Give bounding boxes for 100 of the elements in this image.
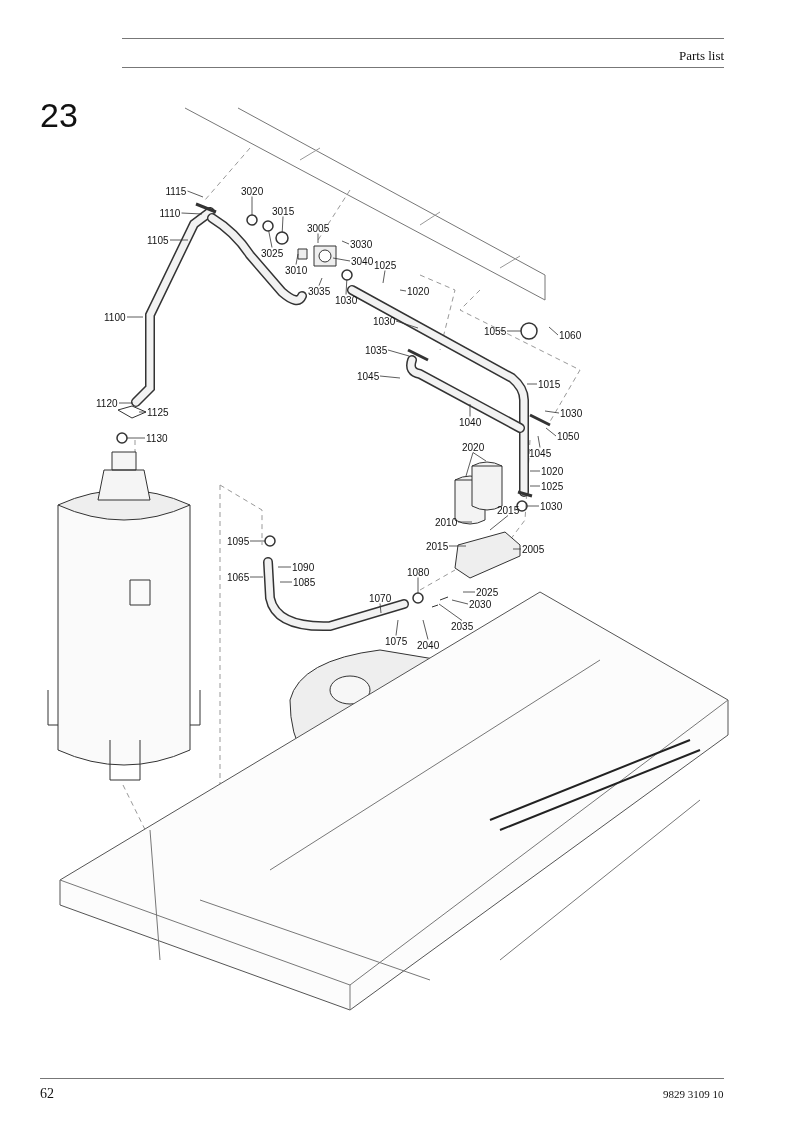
leader-line — [249, 540, 266, 542]
leader-line — [379, 375, 401, 379]
section-heading: Parts list — [679, 48, 725, 64]
callout-number: 1115 — [165, 185, 187, 197]
leader-line — [465, 452, 474, 477]
leader-line — [295, 253, 299, 265]
o-ring — [116, 432, 128, 444]
callout-number: 3035 — [308, 285, 331, 297]
leader-line — [281, 216, 284, 233]
callout-number: 1035 — [365, 344, 388, 356]
callout-number: 1030 — [540, 500, 563, 512]
leader-line — [382, 270, 386, 284]
o-ring — [262, 220, 274, 232]
leader-line — [279, 581, 293, 583]
callout-number: 1110 — [159, 207, 181, 219]
leader-line — [545, 427, 557, 437]
callout-number: 1020 — [407, 285, 430, 297]
callout-number: 1060 — [559, 329, 582, 341]
leader-line — [277, 566, 292, 568]
callout-number: 2015 — [426, 540, 449, 552]
callout-number: 1030 — [373, 315, 396, 327]
leader-line — [548, 326, 559, 336]
o-ring — [341, 269, 353, 281]
figure-number: 23 — [40, 96, 78, 135]
hose-clamp — [520, 322, 538, 340]
leader-line — [506, 330, 522, 332]
callout-number: 1070 — [369, 592, 392, 604]
callout-number: 1090 — [292, 561, 315, 573]
callout-number: 1075 — [385, 635, 408, 647]
leader-line — [268, 230, 273, 248]
callout-number: 1040 — [459, 416, 482, 428]
callout-number: 3015 — [272, 205, 295, 217]
callout-number: 2035 — [451, 620, 474, 632]
callout-number: 1020 — [541, 465, 564, 477]
callout-number: 3020 — [241, 185, 264, 197]
o-ring — [275, 231, 289, 245]
leader-line — [448, 545, 467, 547]
callout-number: 1085 — [293, 576, 316, 588]
leader-line — [126, 437, 146, 439]
leader-line — [181, 212, 203, 215]
leader-line — [417, 577, 419, 594]
leader-line — [529, 470, 541, 472]
leader-line — [451, 599, 469, 605]
callout-number: 1120 — [96, 397, 118, 409]
leader-line — [341, 240, 350, 245]
leader-line — [387, 349, 410, 357]
callout-number: 1100 — [104, 311, 126, 323]
callout-number: 2010 — [435, 516, 458, 528]
callout-number: 1030 — [335, 294, 358, 306]
leader-line — [249, 576, 264, 578]
callout-number: 1045 — [529, 447, 552, 459]
callout-number: 2015 — [497, 504, 520, 516]
leader-line — [469, 403, 471, 417]
callout-number: 3005 — [307, 222, 330, 234]
callout-number: 2005 — [522, 543, 545, 555]
leader-line — [169, 239, 189, 241]
leader-line — [529, 485, 541, 487]
callout-number: 1050 — [557, 430, 580, 442]
callout-number: 3030 — [350, 238, 373, 250]
callout-number: 1105 — [147, 234, 169, 246]
leader-line — [457, 521, 473, 523]
o-ring — [246, 214, 258, 226]
leader-line — [317, 233, 319, 244]
leader-line — [537, 435, 541, 448]
leader-line — [512, 548, 522, 550]
leader-line — [118, 402, 134, 404]
leader-line — [438, 603, 463, 621]
leader-line — [251, 196, 253, 216]
callout-number: 2030 — [469, 598, 492, 610]
leader-line — [126, 316, 144, 318]
page-number: 62 — [40, 1086, 54, 1102]
callout-number: 1045 — [357, 370, 380, 382]
document-number: 9829 3109 10 — [663, 1088, 724, 1100]
callout-number: 1030 — [560, 407, 583, 419]
callout-number: 2025 — [476, 586, 499, 598]
callout-number: 1130 — [146, 432, 168, 444]
leader-line — [332, 257, 351, 262]
callout-number: 1125 — [147, 406, 169, 418]
leader-line — [379, 603, 382, 614]
leader-line — [489, 515, 509, 531]
callout-number: 1015 — [538, 378, 561, 390]
leader-line — [422, 619, 429, 640]
leader-line — [544, 410, 560, 414]
leader-line — [462, 591, 476, 593]
leader-line — [472, 452, 487, 462]
callout-number: 1055 — [484, 325, 507, 337]
leader-line — [318, 277, 323, 286]
callout-number: 3025 — [261, 247, 284, 259]
callout-number: 1025 — [374, 259, 397, 271]
leader-line — [138, 411, 147, 413]
o-ring — [264, 535, 276, 547]
callout-number: 2020 — [462, 441, 485, 453]
callout-number: 1025 — [541, 480, 564, 492]
callout-number: 3010 — [285, 264, 308, 276]
leader-line — [395, 320, 419, 329]
leader-line — [345, 279, 348, 295]
o-ring — [412, 592, 424, 604]
leader-line — [526, 383, 538, 385]
callout-number: 2040 — [417, 639, 440, 651]
leader-line — [187, 190, 204, 198]
